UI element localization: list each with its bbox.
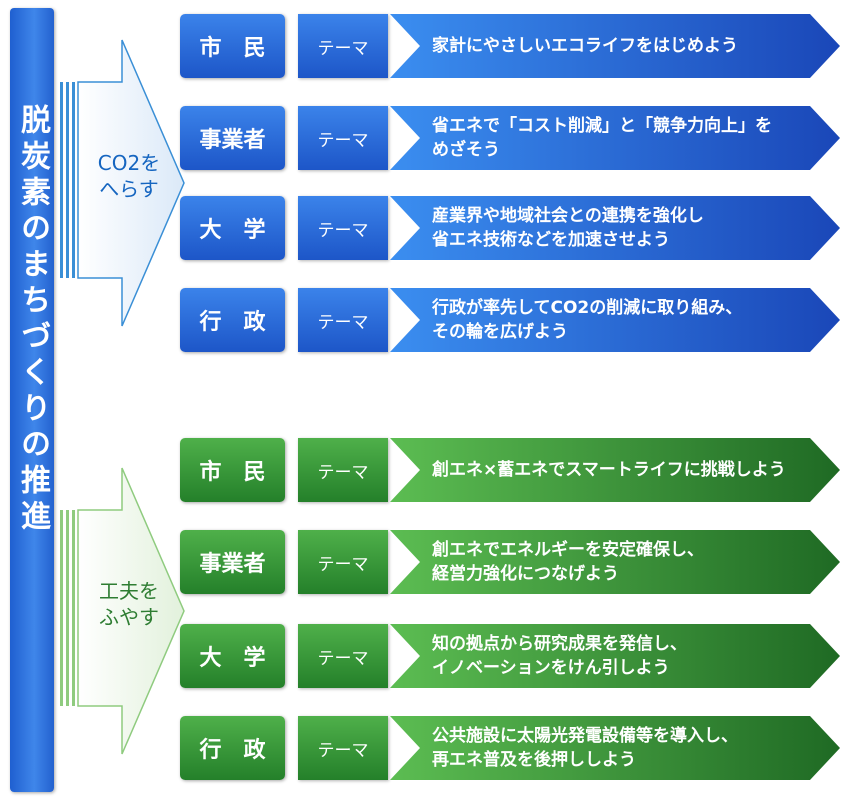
theme-message: 創エネ×蓄エネでスマートライフに挑戦しよう [390,438,840,502]
arrow-co2-label-line1: CO2を [97,151,161,175]
theme-tag: テーマ [298,716,388,780]
theme-message: 家計にやさしいエコライフをはじめよう [390,14,840,78]
theme-message: 省エネで「コスト削減」と「競争力向上」を めざそう [390,106,840,170]
actor-label: 市 民 [180,438,285,502]
actor-label: 行 政 [180,716,285,780]
row-co2-citizen: 市 民 テーマ 家計にやさしいエコライフをはじめよう [180,14,840,78]
message-line: その輪を広げよう [432,322,568,342]
theme-message: 創エネでエネルギーを安定確保し、 経営力強化につなげよう [390,530,840,594]
theme-tag: テーマ [298,106,388,170]
theme-tag: テーマ [298,288,388,352]
row-co2-government: 行 政 テーマ 行政が率先してCO2の削減に取り組み、 その輪を広げよう [180,288,840,352]
row-kufu-citizen: 市 民 テーマ 創エネ×蓄エネでスマートライフに挑戦しよう [180,438,840,502]
arrow-co2-label: CO2を へらす [80,150,178,202]
arrow-kufu-label: 工夫を ふやす [80,578,178,630]
banner-title: 脱炭素のまちづくりの推進 [15,104,50,536]
row-kufu-government: 行 政 テーマ 公共施設に太陽光発電設備等を導入し、 再エネ普及を後押ししよう [180,716,840,780]
arrow-co2: CO2を へらす [58,38,188,328]
message-line: 行政が率先してCO2の削減に取り組み、 [432,298,743,318]
row-kufu-university: 大 学 テーマ 知の拠点から研究成果を発信し、 イノベーションをけん引しよう [180,624,840,688]
banner: 脱炭素のまちづくりの推進 [10,8,54,792]
arrow-kufu: 工夫を ふやす [58,466,188,756]
arrow-kufu-label-line1: 工夫を [99,579,159,603]
message-line: 創エネでエネルギーを安定確保し、 [432,540,704,560]
arrow-kufu-label-line2: ふやす [99,605,159,629]
arrow-co2-label-line2: へらす [99,177,159,201]
row-kufu-business: 事業者 テーマ 創エネでエネルギーを安定確保し、 経営力強化につなげよう [180,530,840,594]
message-line: イノベーションをけん引しよう [432,658,670,678]
theme-tag: テーマ [298,530,388,594]
theme-tag: テーマ [298,624,388,688]
message-line: 省エネで「コスト削減」と「競争力向上」を [432,116,772,136]
actor-label: 行 政 [180,288,285,352]
theme-tag: テーマ [298,196,388,260]
message-line: 省エネ技術などを加速させよう [432,230,670,250]
message-line: 公共施設に太陽光発電設備等を導入し、 [432,726,738,746]
message-line: 産業界や地域社会との連携を強化し [432,206,704,226]
message-line: 家計にやさしいエコライフをはじめよう [432,36,738,56]
row-co2-university: 大 学 テーマ 産業界や地域社会との連携を強化し 省エネ技術などを加速させよう [180,196,840,260]
actor-label: 大 学 [180,196,285,260]
actor-label: 大 学 [180,624,285,688]
theme-message: 知の拠点から研究成果を発信し、 イノベーションをけん引しよう [390,624,840,688]
message-line: 再エネ普及を後押ししよう [432,750,636,770]
message-line: 創エネ×蓄エネでスマートライフに挑戦しよう [432,460,786,480]
actor-label: 事業者 [180,106,285,170]
actor-label: 市 民 [180,14,285,78]
actor-label: 事業者 [180,530,285,594]
theme-message: 公共施設に太陽光発電設備等を導入し、 再エネ普及を後押ししよう [390,716,840,780]
theme-message: 行政が率先してCO2の削減に取り組み、 その輪を広げよう [390,288,840,352]
message-line: めざそう [432,140,500,160]
theme-tag: テーマ [298,438,388,502]
theme-message: 産業界や地域社会との連携を強化し 省エネ技術などを加速させよう [390,196,840,260]
message-line: 知の拠点から研究成果を発信し、 [432,634,687,654]
row-co2-business: 事業者 テーマ 省エネで「コスト削減」と「競争力向上」を めざそう [180,106,840,170]
message-line: 経営力強化につなげよう [432,564,619,584]
theme-tag: テーマ [298,14,388,78]
